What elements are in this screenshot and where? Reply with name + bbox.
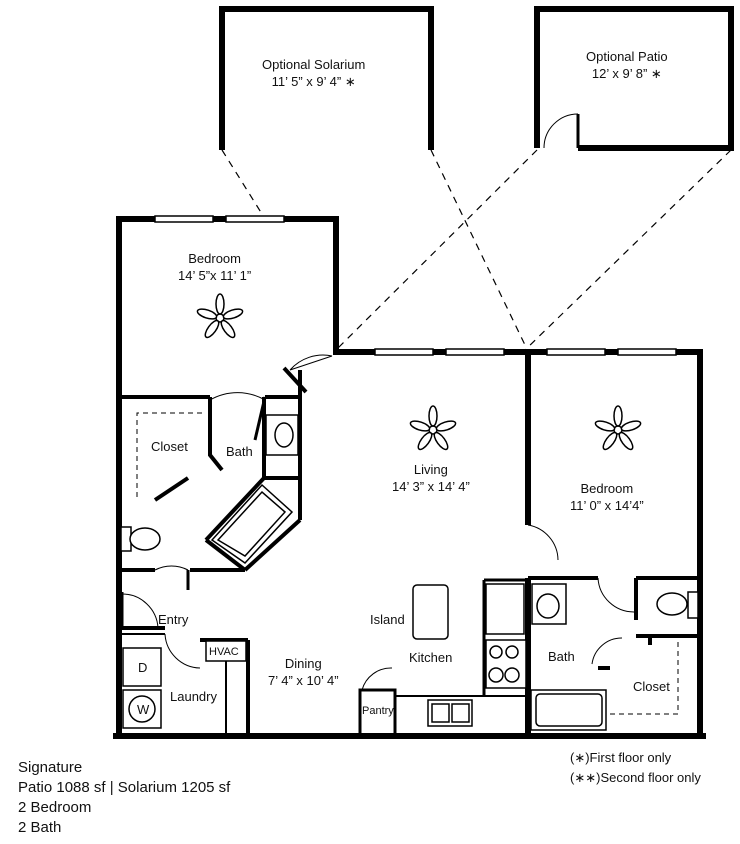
- closet-dashes: [136, 412, 679, 715]
- patio-dims: 12’ x 9’ 8” ∗: [591, 66, 662, 81]
- bedroom-right-dims: 11’ 0” x 14’4”: [570, 498, 644, 513]
- dryer-label: D: [138, 660, 148, 675]
- washer-label: W: [137, 702, 150, 717]
- interior-walls: [119, 352, 700, 736]
- dining-label: Dining 7’ 4” x 10’ 4”: [268, 655, 339, 689]
- unit-info: Signature Patio 1088 sf | Solarium 1205 …: [18, 758, 230, 838]
- fixtures: [120, 414, 699, 731]
- dining-name: Dining: [284, 656, 322, 671]
- patio-name: Optional Patio: [586, 49, 668, 64]
- unit-area: Patio 1088 sf | Solarium 1205 sf: [18, 779, 231, 796]
- solarium-name: Optional Solarium: [262, 57, 366, 72]
- unit-baths: 2 Bath: [18, 819, 62, 836]
- bedroom-left-label: Bedroom 14’ 5”x 11’ 1”: [178, 250, 251, 284]
- hvac-label: HVAC: [209, 646, 239, 658]
- door-swings: [120, 354, 635, 691]
- closet-right-label: Closet: [633, 679, 670, 694]
- legend-first-floor: (∗)First floor only: [570, 750, 672, 765]
- entry-label: Entry: [158, 612, 189, 627]
- bedroom-right-label: Bedroom 11’ 0” x 14’4”: [570, 480, 644, 514]
- projection-lines: [221, 149, 732, 351]
- bath-left-label: Bath: [226, 444, 253, 459]
- optional-patio: [534, 6, 734, 151]
- unit-bedrooms: 2 Bedroom: [18, 799, 92, 816]
- unit-name: Signature: [18, 759, 83, 776]
- patio-label: Optional Patio 12’ x 9’ 8” ∗: [586, 48, 668, 82]
- solarium-dims: 11’ 5” x 9’ 4” ∗: [271, 74, 356, 89]
- living-name: Living: [413, 462, 448, 477]
- kitchen-label: Kitchen: [409, 650, 453, 665]
- pantry-label: Pantry: [362, 705, 394, 717]
- bedroom-left-dims: 14’ 5”x 11’ 1”: [178, 268, 252, 283]
- dining-dims: 7’ 4” x 10’ 4”: [268, 673, 339, 688]
- solarium-label: Optional Solarium 11’ 5” x 9’ 4” ∗: [262, 56, 365, 90]
- living-label: Living 14’ 3” x 14’ 4”: [392, 461, 470, 495]
- closet-left-label: Closet: [151, 439, 188, 454]
- island-label: Island: [370, 612, 405, 627]
- ceiling-fans: [196, 293, 642, 451]
- bedroom-left-name: Bedroom: [188, 251, 241, 266]
- bath-right-label: Bath: [548, 649, 575, 664]
- living-dims: 14’ 3” x 14’ 4”: [392, 479, 470, 494]
- legend: (∗)First floor only (∗∗)Second floor onl…: [570, 748, 701, 788]
- optional-solarium: [219, 6, 434, 150]
- windows: [154, 215, 677, 356]
- legend-second-floor: (∗∗)Second floor only: [570, 770, 701, 785]
- bedroom-right-name: Bedroom: [580, 481, 634, 496]
- laundry-label: Laundry: [170, 689, 217, 704]
- patio-door-swing: [543, 113, 579, 149]
